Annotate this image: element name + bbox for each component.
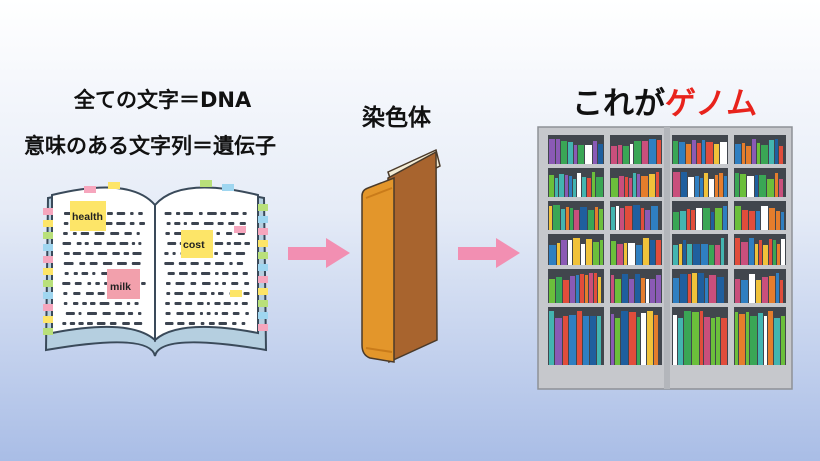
closed-book-icon bbox=[361, 148, 441, 364]
sticky-note-cost bbox=[181, 230, 213, 258]
bookshelf-icon bbox=[537, 126, 793, 390]
shelf-books bbox=[548, 127, 786, 389]
arrow-right-icon bbox=[288, 238, 350, 268]
book-side-tabs bbox=[43, 180, 268, 335]
tag-health: health bbox=[72, 211, 103, 223]
sticky-note-milk bbox=[107, 269, 140, 299]
open-book-icon: health cost milk bbox=[43, 180, 268, 357]
arrow-right-icon bbox=[458, 238, 520, 268]
caption-genome: これがゲノム bbox=[572, 78, 757, 123]
caption-chromosome: 染色体 bbox=[362, 105, 431, 131]
tag-milk: milk bbox=[110, 281, 131, 293]
caption-genome-prefix: これが bbox=[572, 86, 665, 122]
tag-cost: cost bbox=[183, 239, 205, 251]
caption-dna: 全ての文字＝DNA bbox=[74, 88, 252, 112]
caption-gene: 意味のある文字列＝遺伝子 bbox=[24, 134, 276, 158]
caption-genome-highlight: ゲノム bbox=[665, 86, 758, 122]
sticky-note-health bbox=[70, 201, 106, 231]
